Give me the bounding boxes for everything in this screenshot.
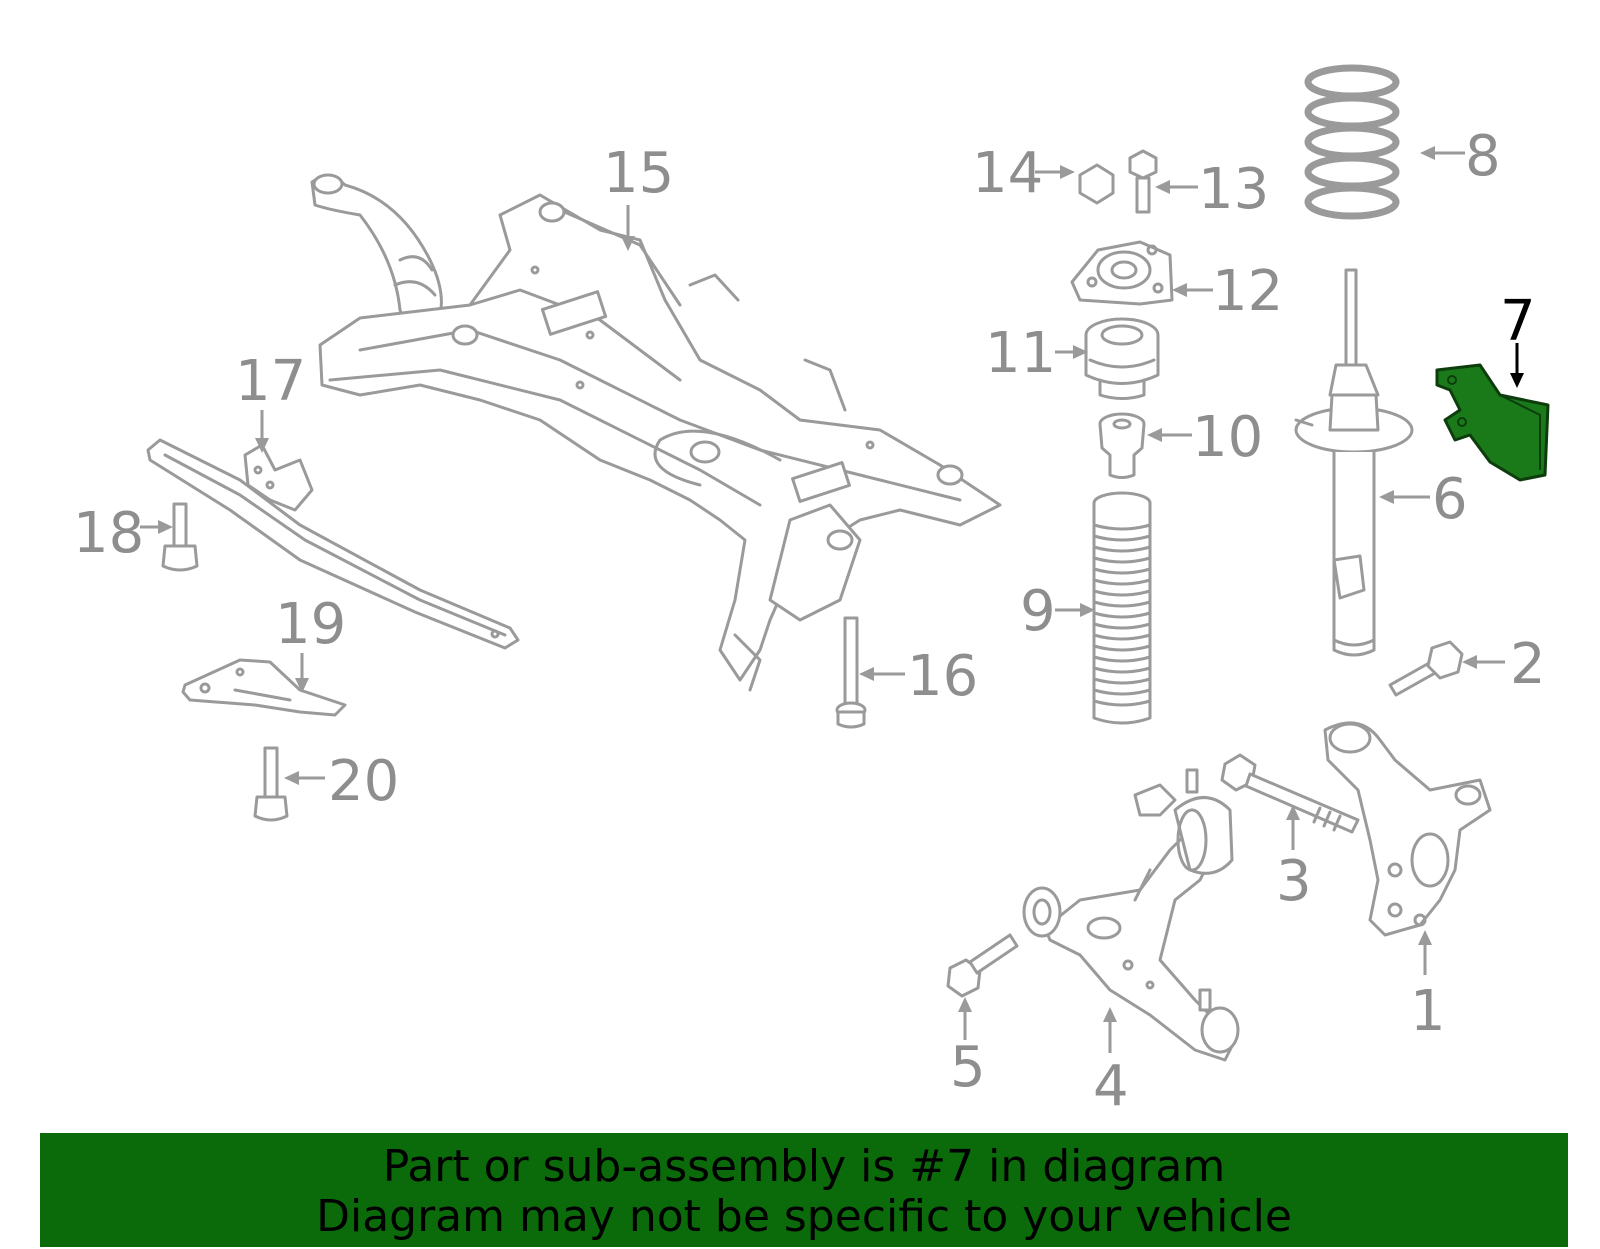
part-2-bolt bbox=[1388, 640, 1464, 697]
part-14-nut bbox=[1078, 163, 1115, 205]
part-16-bolt bbox=[835, 616, 867, 729]
callout-6: 6 bbox=[1379, 467, 1468, 532]
callout-16: 16 bbox=[859, 644, 978, 709]
svg-text:15: 15 bbox=[603, 141, 674, 206]
callout-13: 13 bbox=[1155, 157, 1269, 222]
part-6-strut bbox=[1294, 268, 1414, 657]
callout-5: 5 bbox=[950, 997, 986, 1100]
callout-15: 15 bbox=[603, 141, 674, 251]
callout-20: 20 bbox=[284, 749, 399, 814]
part-8-coil-spring bbox=[1304, 64, 1400, 220]
callout-17: 17 bbox=[235, 349, 306, 453]
svg-text:6: 6 bbox=[1432, 467, 1468, 532]
callout-19: 19 bbox=[275, 592, 346, 693]
banner-line-2: Diagram may not be specific to your vehi… bbox=[316, 1191, 1292, 1242]
part-19-bracket bbox=[181, 658, 347, 717]
svg-text:9: 9 bbox=[1020, 579, 1056, 644]
callout-10: 10 bbox=[1147, 405, 1263, 470]
svg-text:17: 17 bbox=[235, 349, 306, 414]
info-banner: Part or sub-assembly is #7 in diagram Di… bbox=[40, 1133, 1568, 1247]
svg-text:4: 4 bbox=[1093, 1054, 1129, 1119]
callout-2: 2 bbox=[1462, 632, 1546, 697]
callout-1: 1 bbox=[1410, 930, 1446, 1044]
callout-8: 8 bbox=[1420, 124, 1501, 189]
svg-text:14: 14 bbox=[972, 141, 1043, 206]
banner-line-1: Part or sub-assembly is #7 in diagram bbox=[382, 1141, 1226, 1192]
part-13-bolt bbox=[1128, 149, 1158, 214]
svg-text:11: 11 bbox=[985, 321, 1056, 386]
svg-text:7: 7 bbox=[1500, 289, 1536, 354]
part-18-bolt bbox=[161, 502, 199, 572]
svg-text:20: 20 bbox=[328, 749, 399, 814]
part-9-dust-boot bbox=[1092, 491, 1152, 725]
callout-18: 18 bbox=[73, 501, 173, 566]
part-1-knuckle bbox=[1323, 721, 1492, 937]
callout-14: 14 bbox=[972, 141, 1075, 206]
svg-text:5: 5 bbox=[950, 1035, 986, 1100]
callout-4: 4 bbox=[1093, 1007, 1129, 1119]
svg-text:1: 1 bbox=[1410, 979, 1446, 1044]
svg-text:10: 10 bbox=[1192, 405, 1263, 470]
callout-11: 11 bbox=[985, 321, 1088, 386]
part-5-bolt bbox=[946, 933, 1019, 998]
svg-text:13: 13 bbox=[1198, 157, 1269, 222]
svg-text:19: 19 bbox=[275, 592, 346, 657]
svg-text:16: 16 bbox=[907, 644, 978, 709]
callout-7: 7 bbox=[1500, 289, 1536, 388]
svg-text:2: 2 bbox=[1510, 632, 1546, 697]
svg-text:18: 18 bbox=[73, 501, 144, 566]
callout-3: 3 bbox=[1276, 805, 1312, 914]
svg-text:8: 8 bbox=[1465, 124, 1501, 189]
part-15-subframe bbox=[310, 173, 1002, 692]
svg-text:12: 12 bbox=[1212, 259, 1283, 324]
callout-9: 9 bbox=[1020, 579, 1095, 644]
part-4-control-arm bbox=[1022, 768, 1240, 1062]
part-12-strut-mount bbox=[1070, 240, 1174, 306]
part-17-crossmember bbox=[146, 438, 520, 650]
part-20-bolt bbox=[253, 746, 289, 822]
part-3-bolt bbox=[1220, 753, 1360, 834]
callout-12: 12 bbox=[1172, 259, 1283, 324]
part-10-bump-stop bbox=[1098, 412, 1146, 479]
part-7-highlighted bbox=[1435, 363, 1550, 482]
part-11-bearing bbox=[1084, 317, 1160, 400]
svg-text:3: 3 bbox=[1276, 849, 1312, 914]
